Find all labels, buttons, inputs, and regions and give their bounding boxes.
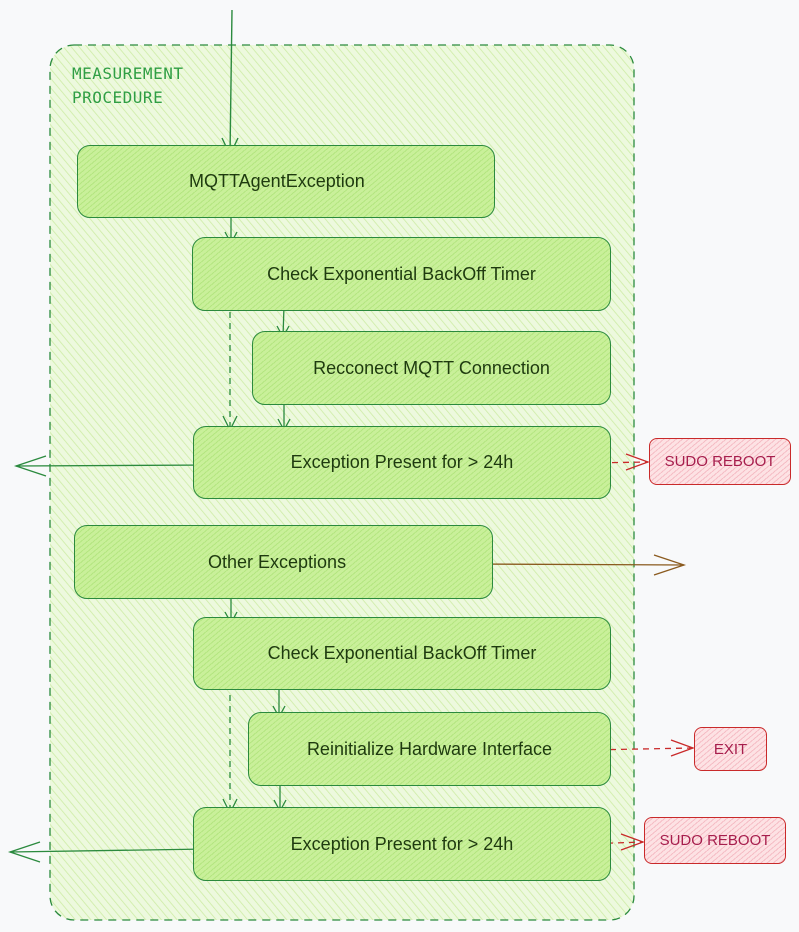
arrow-exception-2-left-exit	[7, 841, 209, 863]
node-reinitialize-hardware: Reinitialize Hardware Interface	[248, 712, 611, 786]
tag-sudo-reboot-1: SUDO REBOOT	[649, 438, 791, 485]
arrow-exception-1-to-sudo-reboot-1	[589, 453, 650, 471]
node-exception-present-24h-2: Exception Present for > 24h	[193, 807, 611, 881]
node-exception-present-24h-1: Exception Present for > 24h	[193, 426, 611, 499]
tag-exit: EXIT	[694, 727, 767, 771]
node-reconnect-mqtt: Recconect MQTT Connection	[252, 331, 611, 405]
arrow-reinit-to-exit	[587, 739, 695, 757]
node-other-exceptions: Other Exceptions	[74, 525, 493, 599]
node-check-backoff-timer-2: Check Exponential BackOff Timer	[193, 617, 611, 690]
node-mqtt-agent-exception: MQTTAgentException	[77, 145, 495, 218]
arrow-exception-2-to-sudo-reboot-2	[584, 833, 645, 851]
arrow-other-exceptions-right-exit	[461, 554, 687, 576]
node-check-backoff-timer-1: Check Exponential BackOff Timer	[192, 237, 611, 311]
tag-sudo-reboot-2: SUDO REBOOT	[644, 817, 786, 864]
arrow-exception-1-left-exit	[13, 455, 217, 477]
group-title: MEASUREMENT PROCEDURE	[72, 64, 184, 107]
